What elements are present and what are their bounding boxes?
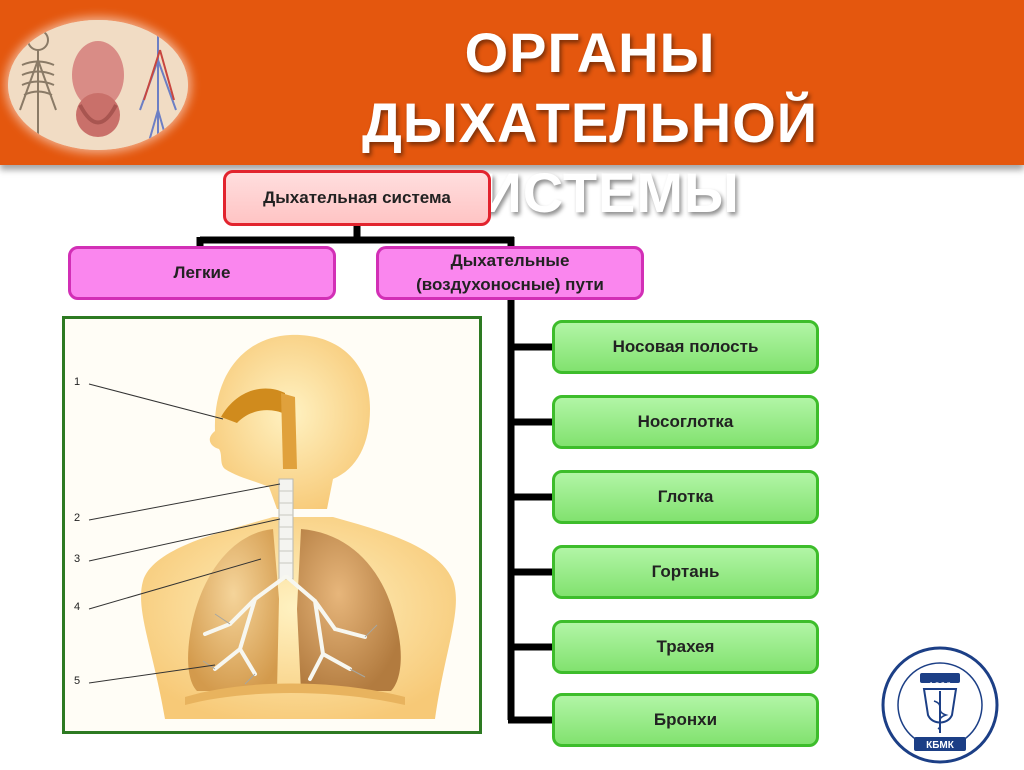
callout-5: 5 bbox=[74, 675, 81, 687]
anatomy-thumbnail bbox=[8, 20, 188, 150]
callout-1: 1 bbox=[74, 376, 81, 388]
node-bronchi-label: Бронхи bbox=[653, 710, 718, 729]
emblem-text: КБМК bbox=[926, 740, 955, 751]
node-lungs-label: Легкие bbox=[173, 263, 231, 282]
node-nasopharynx: Носоглотка bbox=[552, 395, 819, 449]
title-line-1: ОРГАНЫ ДЫХАТЕЛЬНОЙ bbox=[361, 21, 819, 154]
node-nasopharynx-label: Носоглотка bbox=[637, 412, 734, 431]
node-larynx: Гортань bbox=[552, 545, 819, 599]
college-emblem: 1 8 9 8 КБМК bbox=[880, 645, 1000, 765]
respiratory-illustration: 1 2 3 4 5 bbox=[62, 316, 482, 734]
node-nasal-cavity: Носовая полость bbox=[552, 320, 819, 374]
node-respiratory-system-label: Дыхательная система bbox=[263, 188, 451, 207]
node-lungs: Легкие bbox=[68, 246, 336, 300]
node-airways-label: Дыхательные (воздухоносные) пути bbox=[416, 251, 604, 294]
node-airways: Дыхательные (воздухоносные) пути bbox=[376, 246, 644, 300]
emblem-year: 1 8 9 8 bbox=[929, 682, 951, 689]
callout-2: 2 bbox=[74, 512, 81, 524]
callout-3: 3 bbox=[74, 553, 81, 565]
callout-4: 4 bbox=[74, 601, 81, 613]
node-pharynx: Глотка bbox=[552, 470, 819, 524]
node-trachea: Трахея bbox=[552, 620, 819, 674]
node-respiratory-system: Дыхательная система bbox=[223, 170, 491, 226]
node-pharynx-label: Глотка bbox=[657, 487, 714, 506]
node-larynx-label: Гортань bbox=[651, 562, 720, 581]
node-nasal-cavity-label: Носовая полость bbox=[612, 337, 759, 356]
node-trachea-label: Трахея bbox=[656, 637, 715, 656]
node-bronchi: Бронхи bbox=[552, 693, 819, 747]
